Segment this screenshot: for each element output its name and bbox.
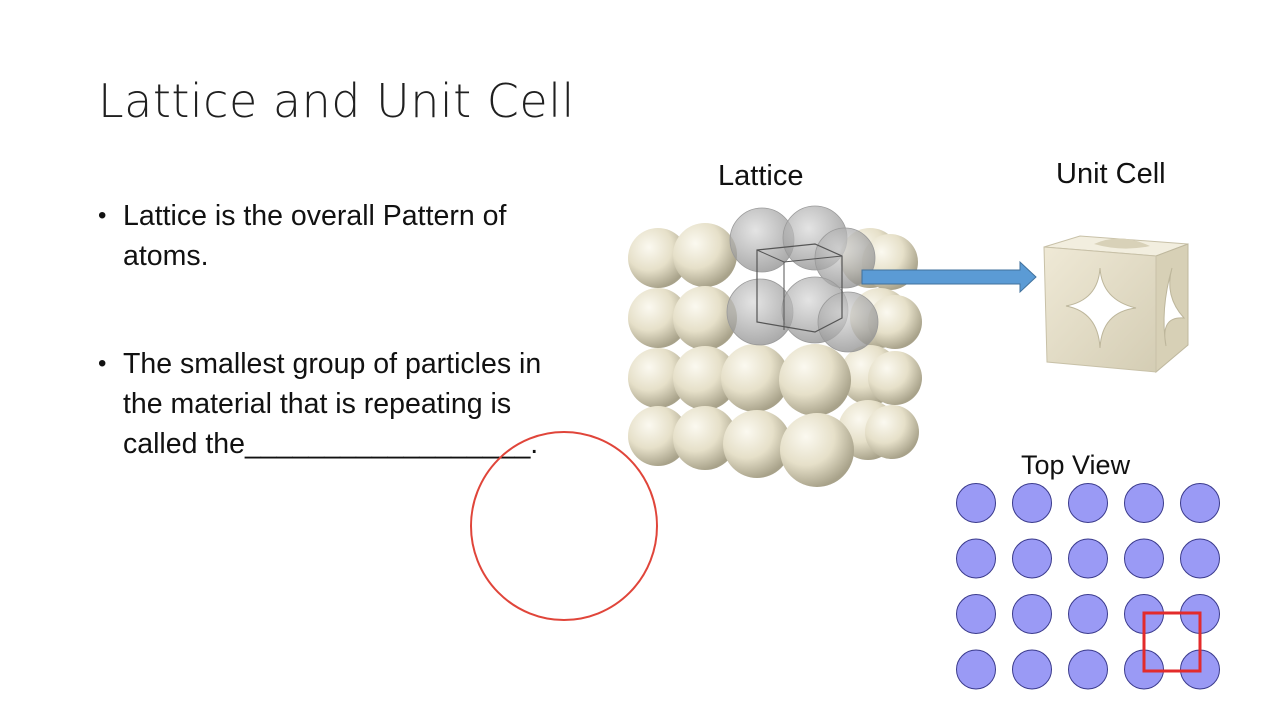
bullet-dot: •: [98, 350, 107, 377]
arrow-to-unit-cell: [861, 260, 1037, 294]
bullet-unit-cell-question: • The smallest group of particles in the…: [98, 344, 568, 464]
bullet-list: • Lattice is the overall Pattern of atom…: [98, 196, 568, 464]
top-view-atom: [1012, 538, 1052, 579]
top-view-atom: [1012, 483, 1052, 523]
lattice-label: Lattice: [718, 160, 804, 192]
top-view-atom: [1180, 538, 1220, 579]
top-view-atom: [956, 483, 996, 523]
top-view-atom: [1012, 649, 1052, 690]
top-view-atom: [1068, 649, 1108, 690]
lattice-highlighted-cell-spheres: [726, 205, 879, 353]
lattice-illustration: [628, 205, 922, 487]
lattice-front-spheres: [628, 223, 854, 487]
top-view-atom: [1012, 594, 1052, 634]
annotation-circle: [470, 431, 658, 621]
top-view-atom: [1068, 538, 1108, 579]
top-view-atom: [956, 538, 996, 579]
slide-title: Lattice and Unit Cell: [98, 74, 575, 128]
unit-cell-label: Unit Cell: [1056, 158, 1166, 190]
top-view-atom: [1068, 483, 1108, 523]
bullet-lattice-definition: • Lattice is the overall Pattern of atom…: [98, 196, 568, 276]
top-view-atom: [1068, 594, 1108, 634]
top-view-atom: [1124, 483, 1164, 523]
top-view-label: Top View: [1021, 450, 1131, 480]
top-view-unit-cell-highlight: [1142, 611, 1202, 673]
top-view-atom: [956, 594, 996, 634]
top-view-grid: [956, 483, 1220, 690]
bullet-dot: •: [98, 202, 107, 229]
bullet-text: The smallest group of particles in the m…: [123, 348, 542, 460]
top-view-atom: [1124, 538, 1164, 579]
top-view-atom: [956, 649, 996, 690]
top-view-atom: [1180, 483, 1220, 523]
unit-cell-illustration: [1043, 235, 1189, 374]
bullet-text: Lattice is the overall Pattern of atoms.: [123, 200, 507, 272]
